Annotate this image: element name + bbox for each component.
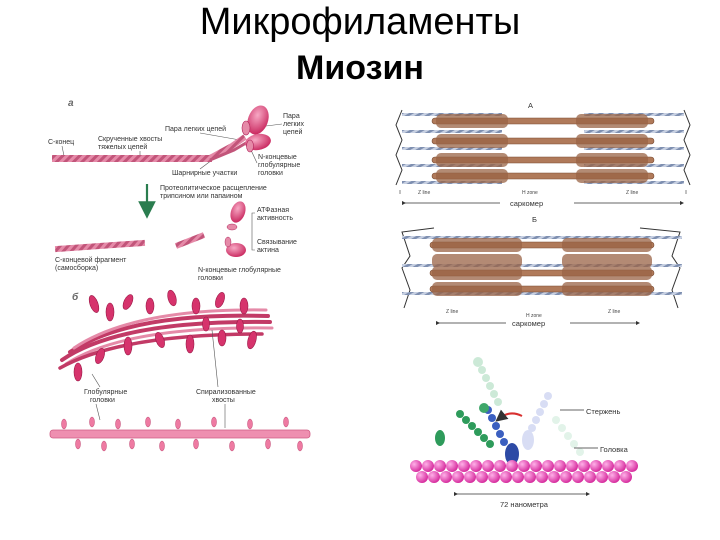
proteolysis-line1: Протеолитическое расщепление — [160, 185, 267, 192]
light-chains-right-line3: цепей — [283, 128, 303, 136]
myosin-neck — [208, 134, 247, 161]
n-heads-line3: головки — [258, 170, 283, 177]
n-fragment-line2: головки — [198, 275, 223, 282]
globular-heads-line2: головки — [90, 397, 115, 404]
h-zone-label-b: H zone — [526, 313, 542, 319]
z-line-right-label-b: Z line — [608, 309, 620, 315]
panel-b-letter: б — [72, 291, 79, 303]
panel-a-letter: а — [68, 98, 74, 109]
lever-swing-arrow — [495, 409, 523, 422]
light-chains-right-line1: Пара — [283, 113, 300, 120]
myosin-motor-diagram: Стержень Головка 72 нанометра — [410, 357, 638, 509]
c-terminal-fragment — [54, 239, 146, 253]
thick-filament-rod — [49, 429, 311, 439]
z-line-left-label-b: Z line — [446, 309, 458, 315]
head-label: Головка — [600, 445, 629, 454]
actin-binding-line1: Связывание — [257, 239, 297, 246]
light-chain-2 — [246, 139, 254, 153]
hinge-label: Шарнирные участки — [172, 170, 237, 177]
proteolysis-line2: трипсином или папаином — [160, 193, 243, 200]
z-line-left-b — [401, 227, 435, 309]
rod-label: Стержень — [586, 407, 620, 416]
n-heads-line1: N-концевые — [258, 154, 297, 161]
light-chains-left-label: Пара легких цепей — [165, 125, 226, 133]
z-line-right-label-a: Z line — [626, 190, 638, 196]
h-zone-label-a: H zone — [522, 190, 538, 196]
c-end-label: С-конец — [48, 139, 74, 146]
n-heads-line2: глобулярные — [258, 161, 300, 169]
spiral-tails-line2: хвосты — [212, 397, 235, 404]
twisted-tails-label-line1: Скрученные хвосты — [98, 136, 162, 143]
fragment-head-2 — [226, 243, 246, 257]
atpase-line1: АТФазная — [257, 207, 289, 214]
twisted-tails-label-line2: тяжелых цепей — [98, 143, 147, 151]
thick-filaments-a — [431, 114, 655, 183]
light-chain-1 — [241, 120, 251, 136]
slide-subtitle: Миозин — [296, 49, 424, 87]
slide-title: Микрофиламенты — [199, 1, 521, 43]
myosin-tail-rod — [52, 155, 212, 162]
s2-fragment — [174, 232, 206, 249]
z-line-right-a — [683, 109, 691, 186]
atpase-line2: активность — [257, 215, 293, 222]
sarcomere-relaxed: А — [395, 101, 691, 208]
fragment-head-1 — [230, 201, 246, 223]
sarcomere-caption-a: саркомер — [510, 199, 543, 208]
n-fragment-line1: N-концевые глобулярные — [198, 266, 281, 274]
actin-binding-line2: актина — [257, 247, 279, 254]
distance-label: 72 нанометра — [500, 500, 549, 509]
panel-b-thick-filament: б Глобуляр — [49, 289, 311, 452]
c-fragment-line1: С-концевой фрагмент — [55, 256, 127, 264]
sarcomere-contracted: Б Z line H zone Z line — [401, 215, 682, 328]
sarcomere-caption-b: саркомер — [512, 319, 545, 328]
spiral-tails-line1: Спирализованные — [196, 389, 256, 396]
c-fragment-line2: (самосборка) — [55, 264, 98, 272]
z-line-left-a — [395, 109, 403, 186]
thick-filaments-b — [429, 238, 655, 296]
z-line-left-label-a: Z line — [418, 190, 430, 196]
light-chains-right-line2: легких — [283, 121, 305, 128]
sarcomere-a-letter: А — [528, 101, 533, 110]
sarcomere-b-letter: Б — [532, 215, 537, 224]
myosin-head-upper — [247, 105, 269, 135]
panel-a-myosin-molecule: а С-конец Скрученные хвосты тяжелых цепе… — [48, 98, 305, 282]
globular-heads-line1: Глобулярные — [84, 388, 127, 396]
actin-filament — [410, 460, 638, 483]
thin-filaments-b — [402, 236, 682, 295]
